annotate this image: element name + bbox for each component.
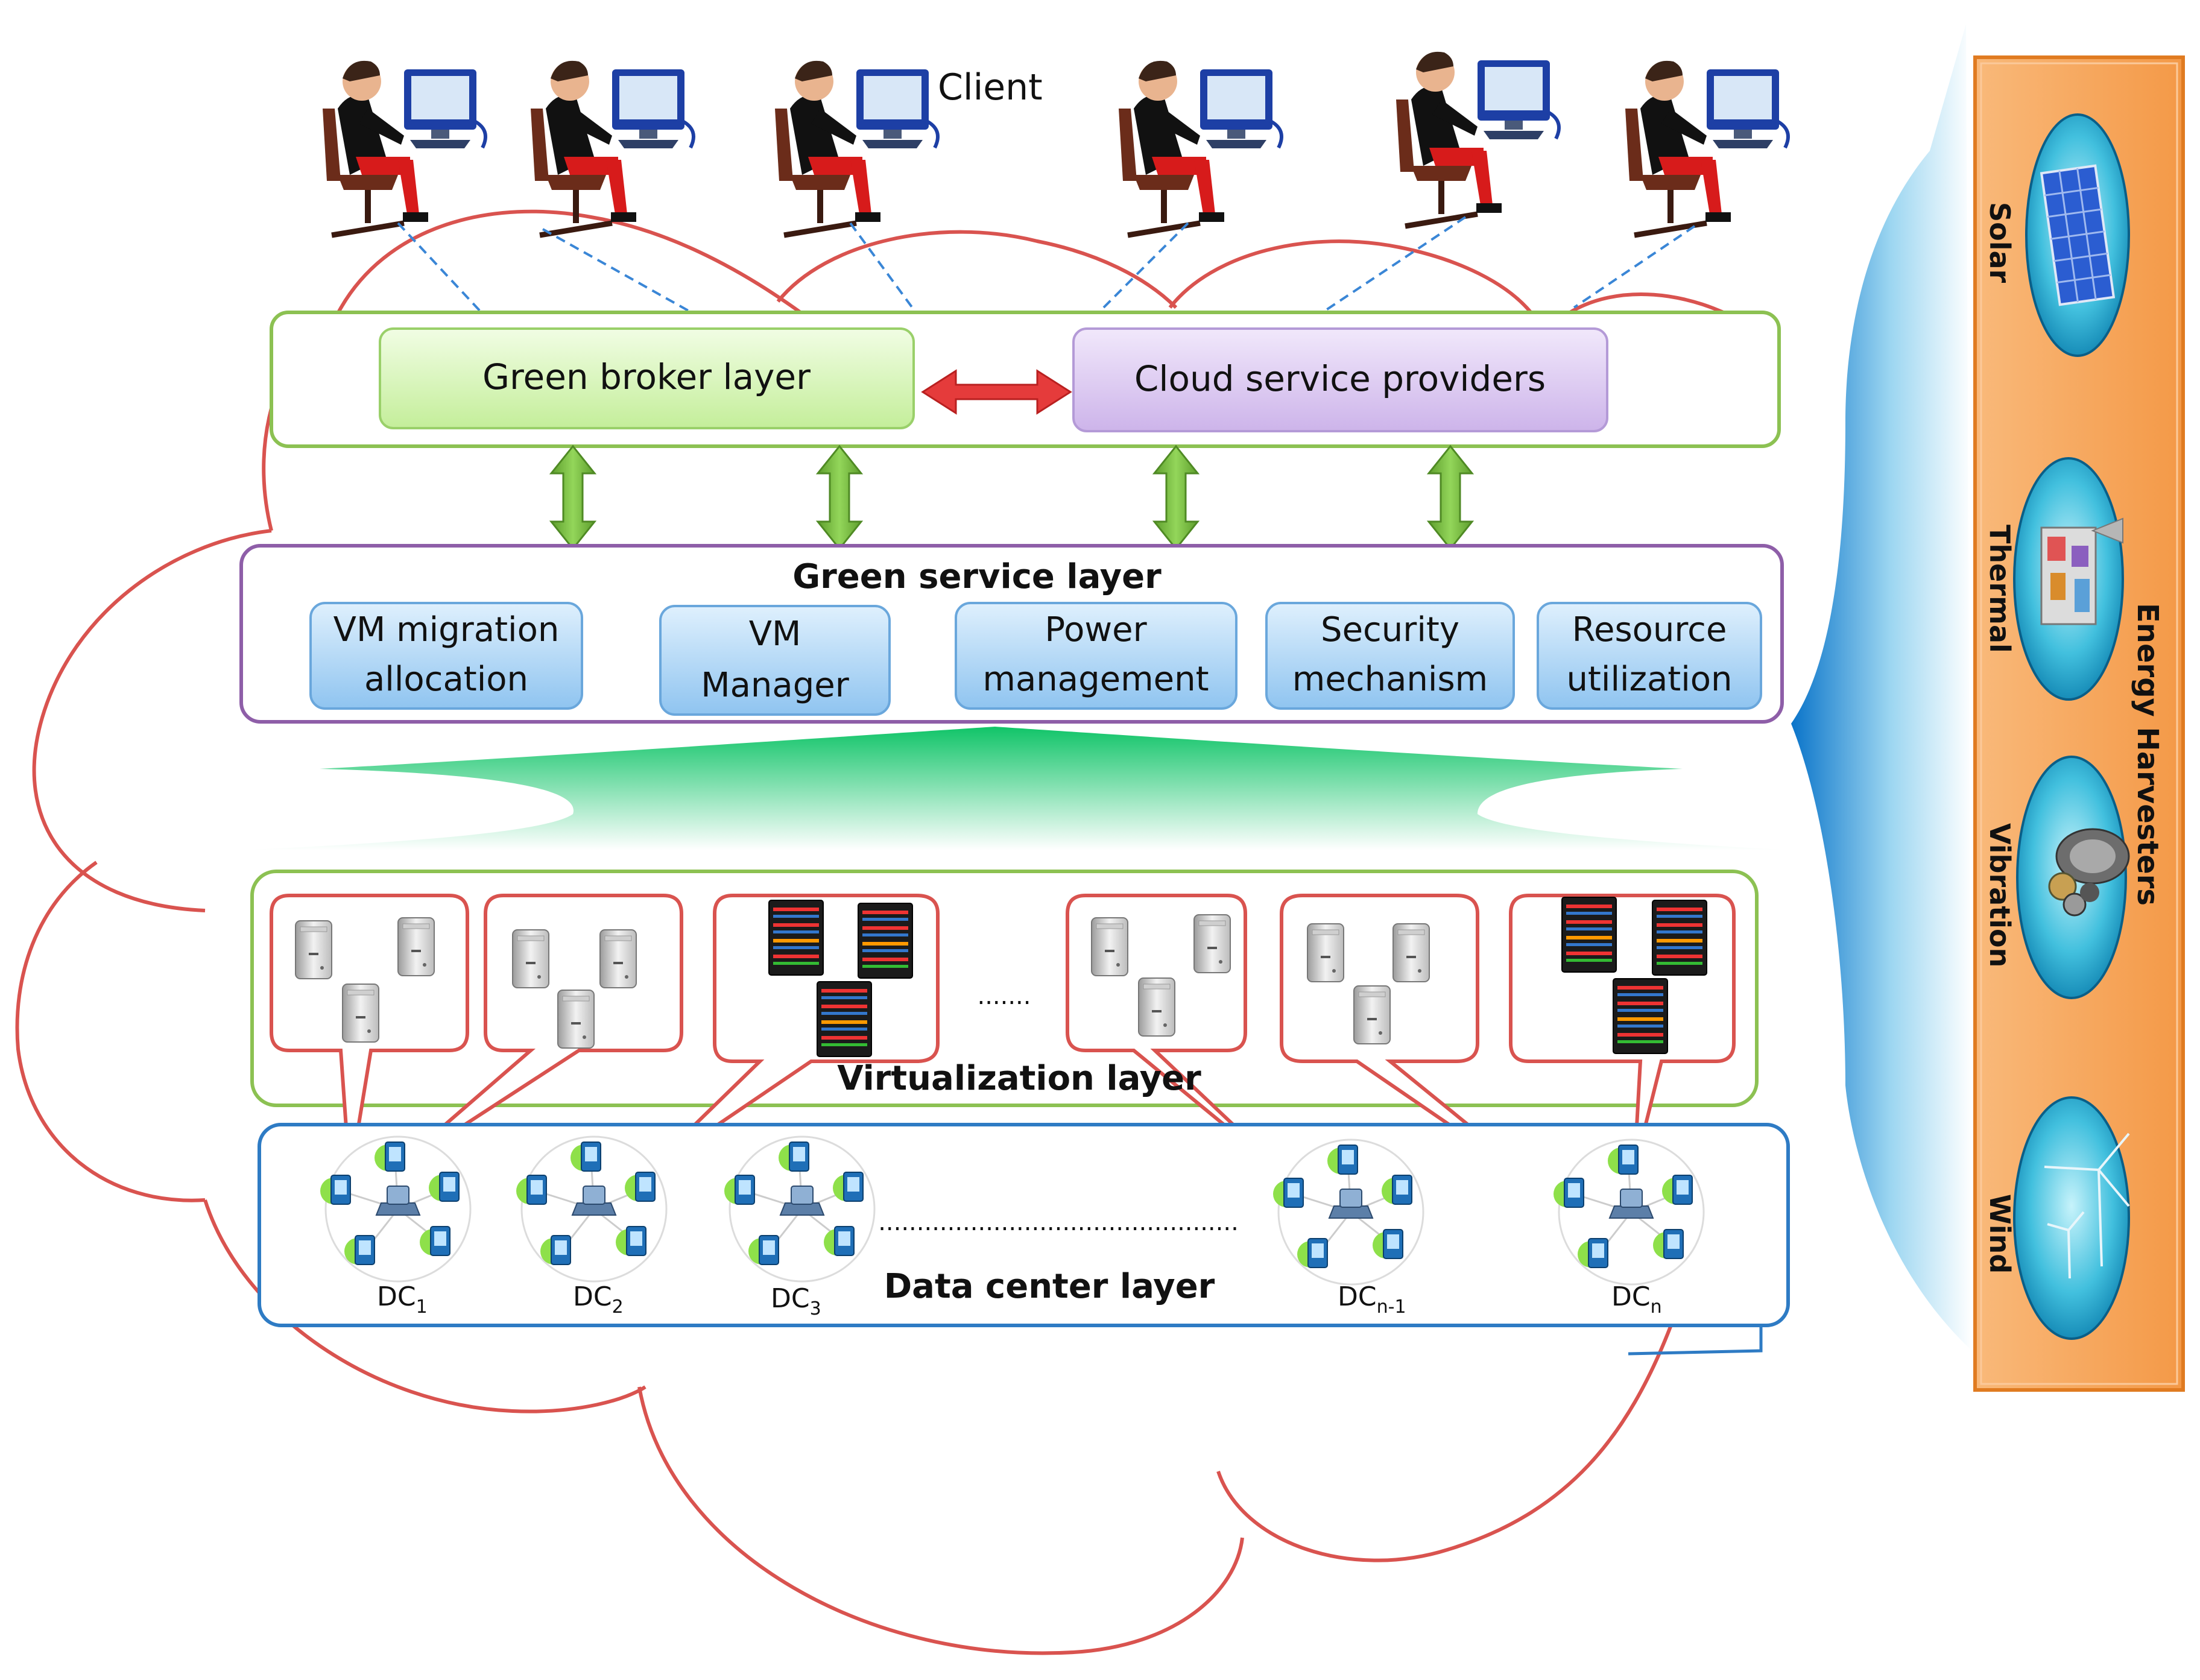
dc-label-n-1: DCn-1	[1338, 1281, 1406, 1318]
service-power-management[interactable]: Power management	[955, 602, 1238, 710]
energy-source-thermal-label: Thermal	[1983, 525, 2016, 653]
service-security-mechanism[interactable]: Security mechanism	[1265, 602, 1515, 710]
broker-service-arrows	[550, 445, 1473, 550]
cloud-service-providers-label: Cloud service providers	[1134, 358, 1546, 399]
svg-text:DCn: DCn	[1611, 1281, 1662, 1318]
svg-text:DC3: DC3	[771, 1283, 821, 1319]
service-line2: mechanism	[1292, 660, 1488, 699]
client-person-icon	[1396, 52, 1559, 226]
client-connections	[397, 216, 1696, 315]
service-line1: VM migration	[333, 610, 560, 649]
energy-source-wind: Wind	[1983, 1096, 2130, 1340]
svg-text:DC1: DC1	[377, 1281, 428, 1318]
solar-panel-icon	[2040, 164, 2116, 306]
service-line1: VM	[749, 614, 801, 654]
thermal-plant-icon	[2040, 517, 2123, 625]
cloud-outline	[15, 209, 1750, 1655]
wind-turbine-icon	[2044, 1132, 2130, 1279]
client-label: Client	[938, 66, 1043, 109]
dc-label-n: DCn	[1611, 1281, 1662, 1318]
green-broker-box[interactable]: Green broker layer	[379, 327, 915, 429]
energy-source-vibration-label: Vibration	[1983, 823, 2016, 967]
client-person-icon	[775, 61, 938, 235]
energy-source-solar: Solar	[1983, 113, 2130, 357]
double-arrow-icon	[817, 445, 862, 550]
double-arrow-icon	[1427, 445, 1473, 550]
service-line2: allocation	[364, 660, 528, 699]
virtualization-ellipsis: .......	[977, 982, 1031, 1010]
vibration-engine-icon	[2048, 828, 2130, 917]
dc-label-1: DC1	[377, 1281, 428, 1318]
datacenter-layer-shadow	[1628, 1327, 1763, 1356]
service-vm-manager[interactable]: VM Manager	[659, 605, 891, 716]
datacenter-layer-title: Data center layer	[884, 1267, 1215, 1306]
energy-source-solar-label: Solar	[1983, 202, 2016, 283]
service-resource-utilization[interactable]: Resource utilization	[1537, 602, 1762, 710]
service-vm-migration[interactable]: VM migration allocation	[309, 602, 583, 710]
client-person-icon	[1625, 61, 1788, 235]
virtualization-layer-title: Virtualization layer	[837, 1059, 1201, 1098]
double-arrow-icon	[1153, 445, 1199, 550]
svg-text:DCn-1: DCn-1	[1338, 1281, 1406, 1318]
green-broker-label: Green broker layer	[482, 356, 811, 397]
cloud-service-providers-box[interactable]: Cloud service providers	[1072, 327, 1608, 432]
service-line2: utilization	[1566, 660, 1732, 699]
service-line1: Security	[1321, 610, 1459, 649]
green-funnel-shape	[241, 727, 1791, 850]
service-line1: Power	[1045, 610, 1147, 649]
client-person-icon	[531, 61, 694, 235]
double-arrow-icon	[550, 445, 596, 550]
client-person-icon	[1119, 61, 1282, 235]
energy-source-thermal: Thermal	[1983, 457, 2124, 701]
energy-source-vibration: Vibration	[1983, 756, 2130, 999]
energy-harvesters-title: Energy Harvesters	[2131, 603, 2164, 906]
client-person-icon	[323, 61, 485, 235]
energy-source-wind-label: Wind	[1983, 1194, 2016, 1274]
client-group: Client	[323, 52, 1788, 235]
datacenter-ellipsis: ........................................…	[878, 1208, 1239, 1236]
service-line2: Manager	[701, 666, 849, 705]
broker-provider-arrow-icon	[921, 369, 1072, 415]
dc-label-3: DC3	[771, 1283, 821, 1319]
service-line1: Resource	[1572, 610, 1727, 649]
dc-label-2: DC2	[573, 1281, 624, 1318]
service-line2: management	[982, 660, 1209, 699]
green-service-layer-title: Green service layer	[792, 557, 1162, 596]
svg-text:DC2: DC2	[573, 1281, 624, 1318]
energy-blue-funnel	[1791, 24, 1972, 1351]
